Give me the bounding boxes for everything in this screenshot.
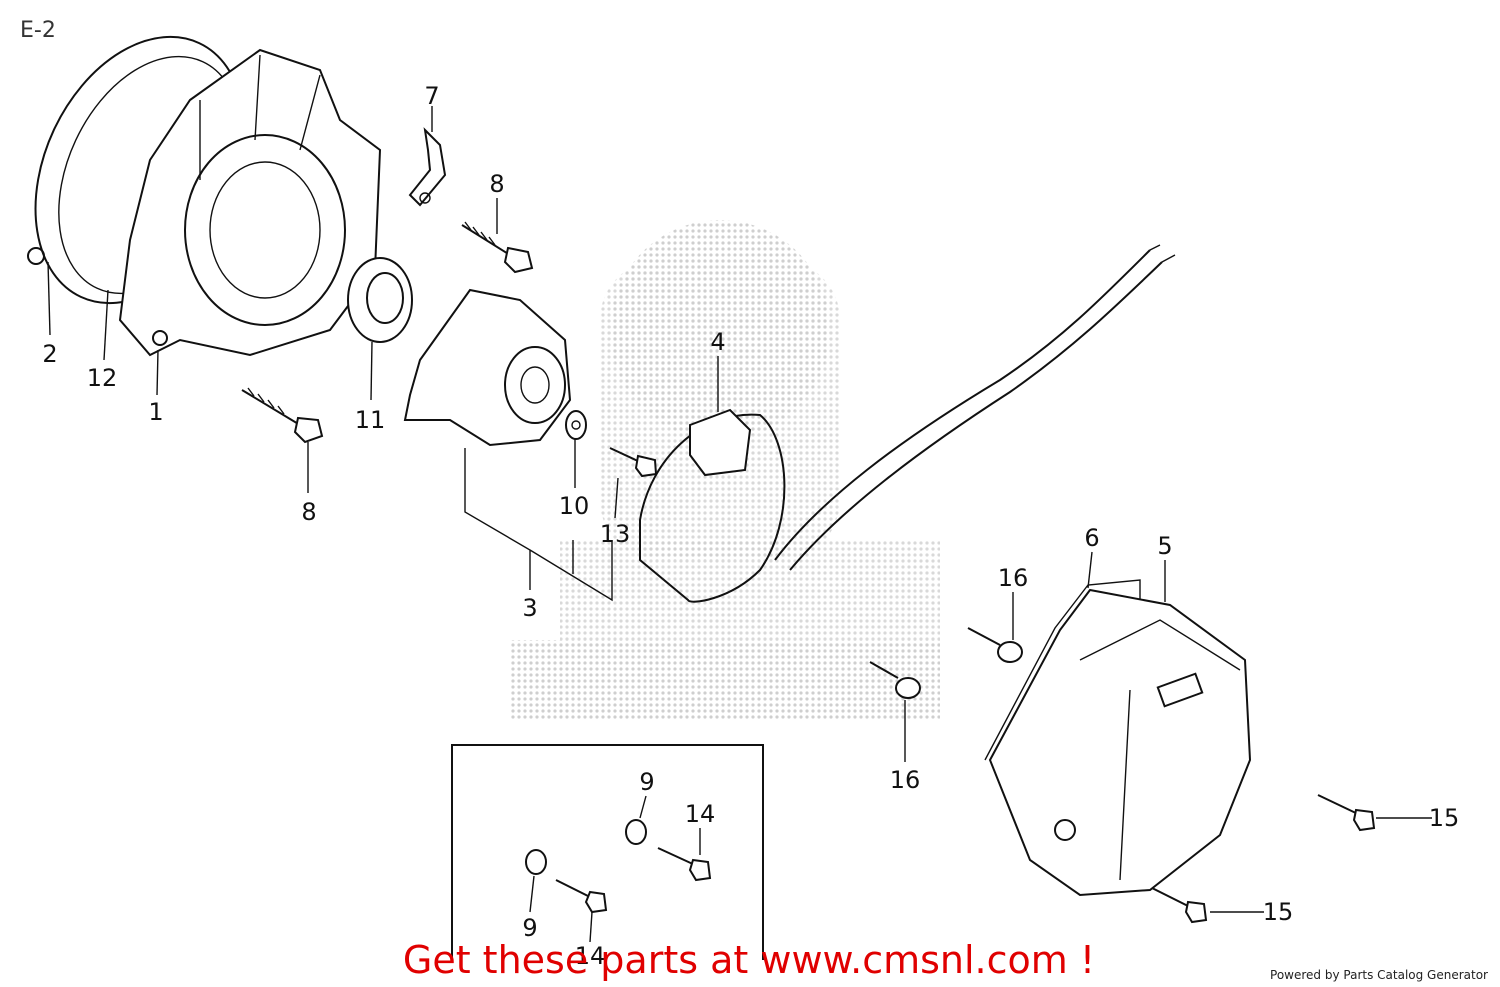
callout-1: 1 bbox=[148, 398, 163, 426]
callout-10: 10 bbox=[559, 492, 590, 520]
callout-13: 13 bbox=[600, 520, 631, 548]
callout-9: 9 bbox=[522, 914, 537, 942]
screw-part-13 bbox=[609, 447, 658, 478]
credit-text: Powered by Parts Catalog Generator bbox=[1270, 968, 1488, 982]
bolt-part-16-top bbox=[967, 627, 1023, 663]
washer-part-10 bbox=[565, 410, 587, 440]
callout-16: 16 bbox=[998, 564, 1029, 592]
callout-6: 6 bbox=[1084, 524, 1099, 552]
callout-5: 5 bbox=[1157, 532, 1172, 560]
page-code: E-2 bbox=[20, 18, 56, 43]
pulser-part-4 bbox=[639, 244, 1176, 603]
callout-11: 11 bbox=[355, 406, 386, 434]
callout-4: 4 bbox=[710, 328, 725, 356]
callout-16: 16 bbox=[890, 766, 921, 794]
callout-3: 3 bbox=[522, 594, 537, 622]
bracket-part-7 bbox=[408, 127, 447, 207]
callout-15: 15 bbox=[1429, 804, 1460, 832]
callout-12: 12 bbox=[87, 364, 118, 392]
callout-9: 9 bbox=[639, 768, 654, 796]
bolt-part-8-top bbox=[461, 221, 534, 274]
callout-2: 2 bbox=[42, 340, 57, 368]
callout-14: 14 bbox=[685, 800, 716, 828]
leader-lines bbox=[47, 106, 1432, 943]
bolt-part-8-bottom bbox=[241, 387, 324, 444]
cover-part-5 bbox=[988, 588, 1252, 897]
stator-part-3 bbox=[403, 288, 572, 447]
callout-14: 14 bbox=[575, 942, 606, 970]
screw-part-15-bottom bbox=[1151, 887, 1208, 924]
housing-part-1 bbox=[118, 48, 382, 357]
callout-15: 15 bbox=[1263, 898, 1294, 926]
callout-7: 7 bbox=[424, 82, 439, 110]
watermark-logo bbox=[510, 220, 940, 720]
promo-link-text[interactable]: Get these parts at www.cmsnl.com ! bbox=[402, 938, 1096, 982]
bolt-part-16-bottom bbox=[869, 661, 921, 699]
callout-8: 8 bbox=[489, 170, 504, 198]
callout-8: 8 bbox=[301, 498, 316, 526]
inset-box bbox=[451, 744, 764, 960]
screw-part-15-top bbox=[1317, 794, 1376, 832]
oil-seal-part-11 bbox=[347, 257, 413, 343]
